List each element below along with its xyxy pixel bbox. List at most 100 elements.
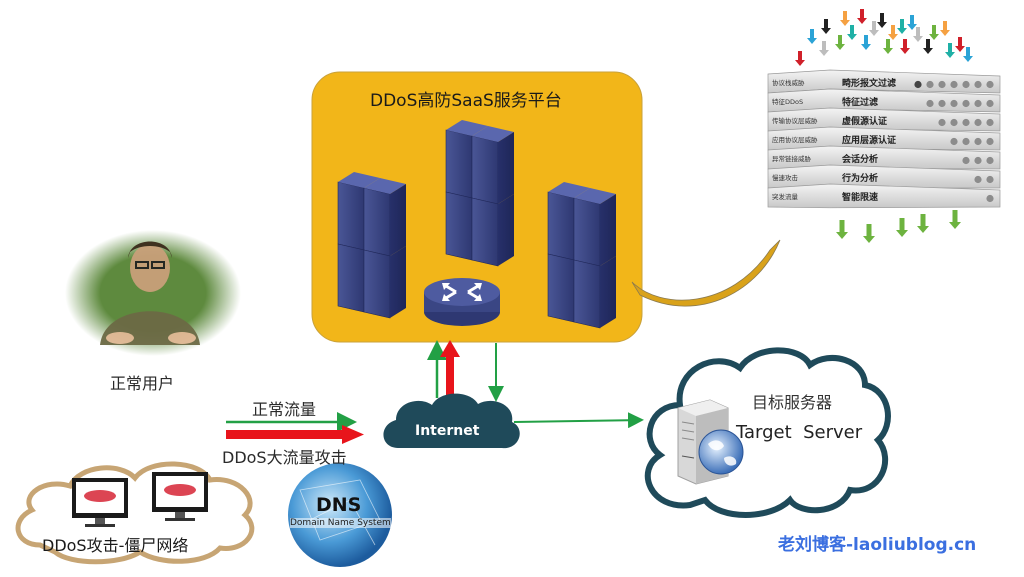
incoming-arrow bbox=[795, 51, 805, 66]
gear-icon bbox=[962, 118, 970, 127]
gear-icon bbox=[986, 194, 994, 203]
incoming-arrow bbox=[877, 13, 887, 28]
gear-icon bbox=[962, 137, 970, 146]
gear-icon bbox=[986, 156, 994, 165]
attack-traffic-label: DDoS大流量攻击 bbox=[222, 448, 347, 467]
filter-threat-label: 慢速攻击 bbox=[772, 174, 798, 182]
attack-up-arrow-head bbox=[440, 340, 460, 357]
dns-title: DNS bbox=[316, 494, 362, 516]
clean-arrow bbox=[836, 220, 848, 239]
gear-icon bbox=[986, 175, 994, 184]
gear-icon bbox=[974, 118, 982, 127]
gear-icon bbox=[926, 99, 934, 108]
incoming-arrow bbox=[945, 43, 955, 58]
normal-traffic-label: 正常流量 bbox=[252, 400, 317, 419]
gear-icon bbox=[974, 156, 982, 165]
filter-threat-label: 特征DDoS bbox=[772, 98, 804, 106]
gear-icon bbox=[974, 80, 982, 89]
filter-layer bbox=[767, 107, 1001, 132]
gear-icon bbox=[986, 80, 994, 89]
gear-icon bbox=[950, 99, 958, 108]
filter-layer bbox=[767, 126, 1001, 151]
gear-icon bbox=[938, 80, 946, 89]
filter-method-label: 虚假源认证 bbox=[842, 117, 888, 127]
filter-layer bbox=[767, 164, 1001, 189]
botnet-monitor-1 bbox=[72, 478, 128, 527]
filter-stack bbox=[767, 69, 1001, 209]
gear-icon bbox=[986, 118, 994, 127]
filter-layer bbox=[767, 69, 1001, 94]
dns-subtitle: Domain Name System bbox=[290, 518, 391, 528]
incoming-arrow bbox=[963, 47, 973, 62]
filter-threat-label: 应用协议层威胁 bbox=[772, 136, 818, 144]
gear-icon bbox=[962, 156, 970, 165]
clean-arrow bbox=[896, 218, 908, 237]
attack-traffic-arrow-head bbox=[342, 425, 364, 444]
server-racks bbox=[337, 120, 616, 329]
attack-up-arrow-shaft bbox=[446, 355, 454, 398]
filter-threat-label: 传输协议层威胁 bbox=[772, 117, 818, 125]
gear-icon bbox=[938, 118, 946, 127]
filter-method-label: 畸形报文过滤 bbox=[842, 79, 897, 89]
gear-icon bbox=[962, 99, 970, 108]
filter-layer bbox=[767, 145, 1001, 170]
filter-method-label: 应用层源认证 bbox=[842, 136, 897, 146]
incoming-arrow bbox=[888, 25, 898, 40]
filter-method-label: 行为分析 bbox=[842, 174, 879, 184]
clean-traffic-arrows bbox=[836, 210, 961, 243]
filter-threat-label: 突发流量 bbox=[772, 193, 798, 201]
incoming-arrow bbox=[819, 41, 829, 56]
gear-icon bbox=[974, 99, 982, 108]
user-figure bbox=[100, 241, 200, 345]
filter-threat-label: 协议栈威胁 bbox=[772, 79, 805, 87]
botnet-monitor-2 bbox=[152, 472, 208, 521]
platform-title: DDoS高防SaaS服务平台 bbox=[370, 91, 562, 111]
incoming-arrow bbox=[929, 25, 939, 40]
incoming-arrow bbox=[861, 35, 871, 50]
incoming-traffic-arrows bbox=[795, 9, 973, 66]
gear-icon bbox=[926, 80, 934, 89]
filter-method-label: 会话分析 bbox=[842, 155, 879, 165]
incoming-arrow bbox=[923, 39, 933, 54]
server-rack-icon-1 bbox=[337, 172, 406, 319]
gear-icon bbox=[950, 118, 958, 127]
filter-threat-label: 异常链接威胁 bbox=[772, 155, 811, 163]
incoming-arrow bbox=[807, 29, 817, 44]
normal-user-photo bbox=[65, 230, 241, 356]
incoming-arrow bbox=[840, 11, 850, 26]
server-rack-icon-2 bbox=[445, 120, 514, 267]
platform-connector-arc bbox=[631, 239, 781, 307]
botnet-label: DDoS攻击-僵尸网络 bbox=[42, 536, 189, 555]
internet-cloud bbox=[383, 393, 520, 449]
gear-icon bbox=[974, 175, 982, 184]
incoming-arrow bbox=[907, 15, 917, 30]
internet-label: Internet bbox=[415, 423, 480, 439]
gear-icon bbox=[950, 137, 958, 146]
normal-user-label: 正常用户 bbox=[110, 374, 175, 393]
gear-icon bbox=[950, 80, 958, 89]
gear-icon bbox=[938, 99, 946, 108]
clean-arrow bbox=[917, 214, 929, 233]
incoming-arrow bbox=[900, 39, 910, 54]
incoming-arrow bbox=[835, 35, 845, 50]
incoming-arrow bbox=[821, 19, 831, 34]
gear-icon bbox=[914, 80, 922, 89]
internet-to-target-arrow bbox=[513, 412, 644, 429]
server-rack-icon-3 bbox=[547, 182, 616, 329]
filter-layer bbox=[767, 183, 1001, 209]
filter-method-label: 智能限速 bbox=[842, 193, 879, 203]
attack-traffic-arrow-shaft bbox=[226, 430, 344, 439]
router-icon bbox=[424, 278, 500, 326]
target-label-en: Target Server bbox=[736, 422, 863, 443]
incoming-arrow bbox=[857, 9, 867, 24]
gear-icon bbox=[986, 137, 994, 146]
incoming-arrow bbox=[913, 27, 923, 42]
dns-globe-icon bbox=[288, 463, 392, 567]
clean-arrow bbox=[863, 224, 875, 243]
incoming-arrow bbox=[955, 37, 965, 52]
watermark: 老刘博客-laoliublog.cn bbox=[778, 535, 977, 555]
target-label-cn: 目标服务器 bbox=[752, 393, 833, 412]
filter-method-label: 特征过滤 bbox=[842, 98, 879, 108]
gear-icon bbox=[986, 99, 994, 108]
incoming-arrow bbox=[897, 19, 907, 34]
